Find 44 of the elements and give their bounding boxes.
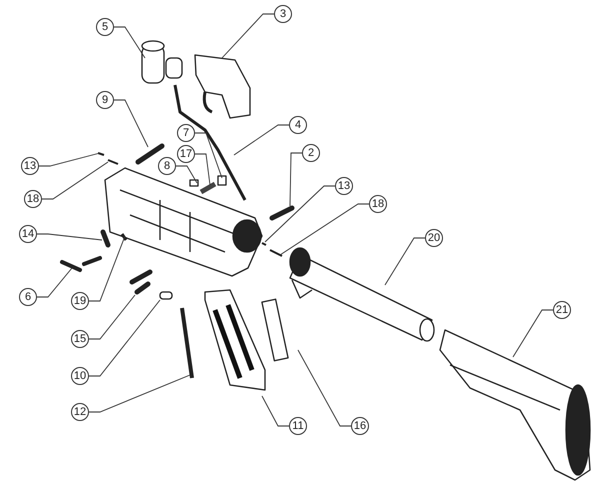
callout-number: 2: [302, 144, 320, 162]
callout-number: 6: [19, 288, 37, 306]
callout-number: 13: [335, 177, 353, 195]
callout-number: 16: [351, 417, 369, 435]
leader-line: [194, 132, 222, 178]
callout-number: 12: [71, 403, 89, 421]
leader-line: [298, 350, 352, 426]
leader-line: [264, 186, 336, 242]
leader-line: [234, 124, 290, 156]
callout-number: 14: [19, 225, 37, 243]
leader-line: [38, 152, 100, 166]
callout-number: 4: [289, 116, 307, 134]
callout-number: 19: [71, 292, 89, 310]
leader-line: [36, 268, 72, 298]
leader-line: [222, 14, 274, 58]
leader-line: [262, 396, 290, 426]
leader-line: [88, 374, 190, 412]
callout-number: 18: [369, 195, 387, 213]
leader-line: [88, 294, 136, 340]
leader-line: [176, 166, 198, 184]
callout-number: 17: [177, 145, 195, 163]
leader-line: [114, 26, 146, 58]
leader-line: [42, 162, 108, 200]
leader-line: [114, 100, 148, 148]
callout-number: 18: [24, 190, 42, 208]
leader-line: [194, 154, 210, 186]
callout-number: 20: [425, 229, 443, 247]
leader-line: [384, 238, 426, 286]
callout-number: 3: [274, 5, 292, 23]
callout-number: 8: [158, 157, 176, 175]
callout-number: 7: [177, 124, 195, 142]
leader-line: [36, 234, 102, 240]
leader-line: [512, 310, 554, 358]
leader-line: [88, 236, 126, 302]
callout-number: 13: [21, 157, 39, 175]
callout-number: 15: [71, 330, 89, 348]
callout-number: 21: [553, 301, 571, 319]
callout-number: 9: [96, 91, 114, 109]
leader-line: [88, 300, 160, 376]
leader-line: [290, 152, 302, 206]
callout-number: 10: [71, 367, 89, 385]
callout-number: 11: [289, 417, 307, 435]
leader-line: [280, 204, 370, 256]
callout-number: 5: [96, 18, 114, 36]
